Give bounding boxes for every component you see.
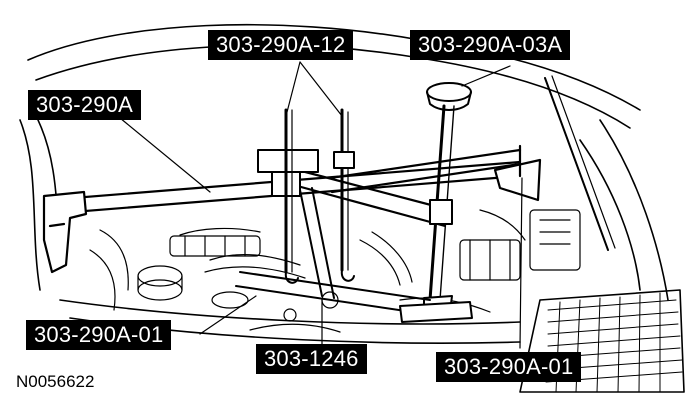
jack-screw-assembly [423, 82, 472, 315]
callout-label-303-290A-01-left: 303-290A-01 [26, 320, 172, 350]
lifting-bracket-assembly [257, 108, 355, 284]
callout-label-303-290A-12: 303-290A-12 [208, 30, 354, 60]
callout-label-303-290A-03A: 303-290A-03A [410, 30, 571, 60]
engine-components [89, 209, 581, 333]
hood-and-bay-outline [19, 23, 669, 344]
cross-bar [288, 148, 522, 228]
leader-lines [119, 61, 523, 349]
callout-label-303-290A-01-right: 303-290A-01 [436, 352, 582, 382]
callout-label-303-1246: 303-1246 [256, 344, 367, 374]
lower-support-frame [235, 187, 473, 323]
figure-number: N0056622 [16, 372, 95, 391]
callout-label-303-290A: 303-290A [28, 90, 142, 120]
